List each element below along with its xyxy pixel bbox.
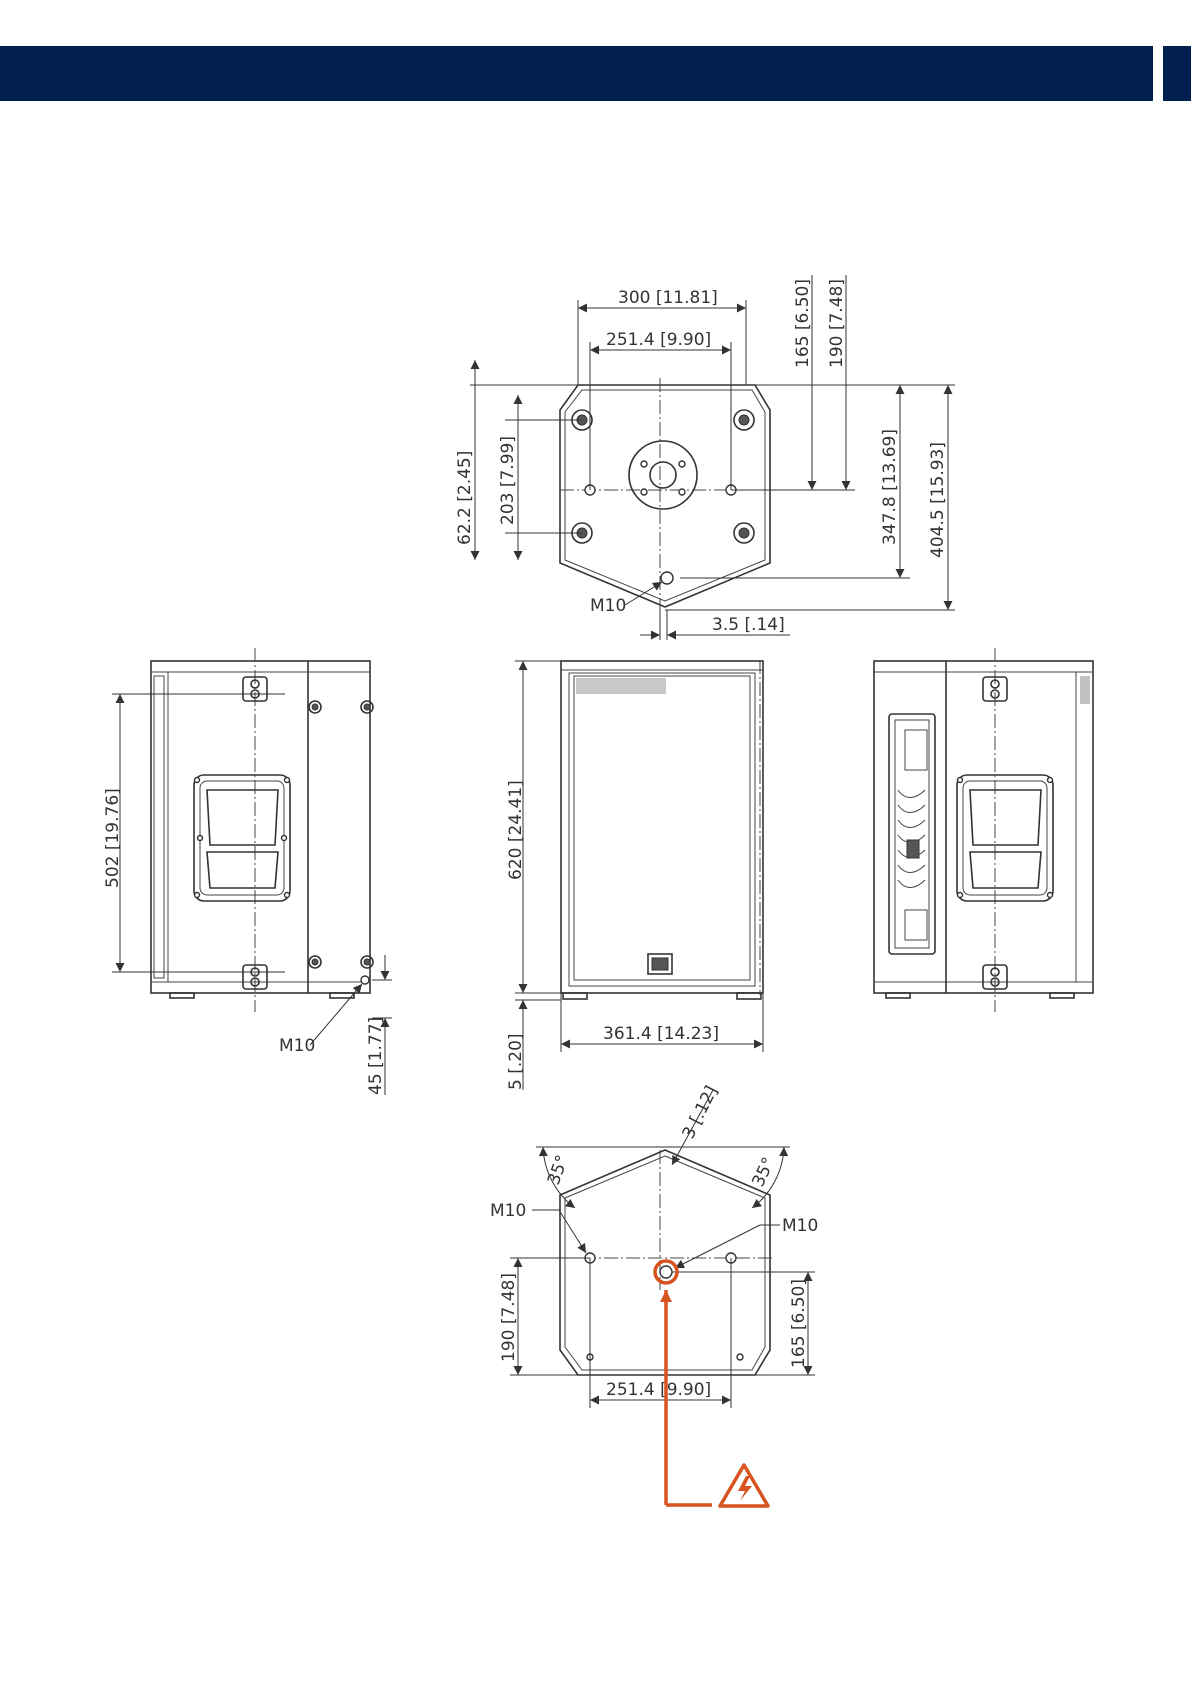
label-m10-top: M10 [590,596,626,616]
left-side-view: 502 [19.76] 45 [1.77] M10 [103,648,392,1095]
dim-502: 502 [19.76] [103,788,123,888]
dim-251-bottom: 251.4 [9.90] [606,1380,711,1400]
angle-35-right: 35° [748,1154,779,1190]
label-m10-side: M10 [279,1036,315,1056]
front-view: 620 [24.41] 5 [.20] 361.4 [14.23] [506,660,763,1090]
rear-view [874,648,1093,1012]
dim-3-5: 3.5 [.14] [712,615,785,635]
dim-3: 3 [.12] [679,1083,722,1142]
label-m10-bottom-right: M10 [782,1216,818,1236]
angle-35-left: 35° [544,1153,573,1188]
dim-45: 45 [1.77] [366,1017,386,1095]
dim-190: 190 [7.48] [827,279,847,368]
dim-5: 5 [.20] [506,1033,526,1090]
dim-190-bottom: 190 [7.48] [499,1273,519,1362]
dim-404: 404.5 [15.93] [928,442,948,558]
dim-620: 620 [24.41] [506,780,526,880]
dim-251-top: 251.4 [9.90] [606,330,711,350]
dim-203: 203 [7.99] [498,436,518,525]
top-view: 300 [11.81] 251.4 [9.90] 165 [6.50] 190 … [455,275,955,640]
dim-361: 361.4 [14.23] [603,1024,719,1044]
dim-165-bottom: 165 [6.50] [789,1279,809,1368]
label-m10-bottom-left: M10 [490,1201,526,1221]
dim-165: 165 [6.50] [793,279,813,368]
bottom-view: 35° 35° 3 [.12] 190 [7.48] 165 [6.50] 25… [490,1083,818,1408]
electrical-hazard-triangle-icon [720,1465,768,1506]
dim-347: 347.8 [13.69] [880,429,900,545]
dim-62: 62.2 [2.45] [455,451,475,545]
dim-300: 300 [11.81] [618,288,718,308]
